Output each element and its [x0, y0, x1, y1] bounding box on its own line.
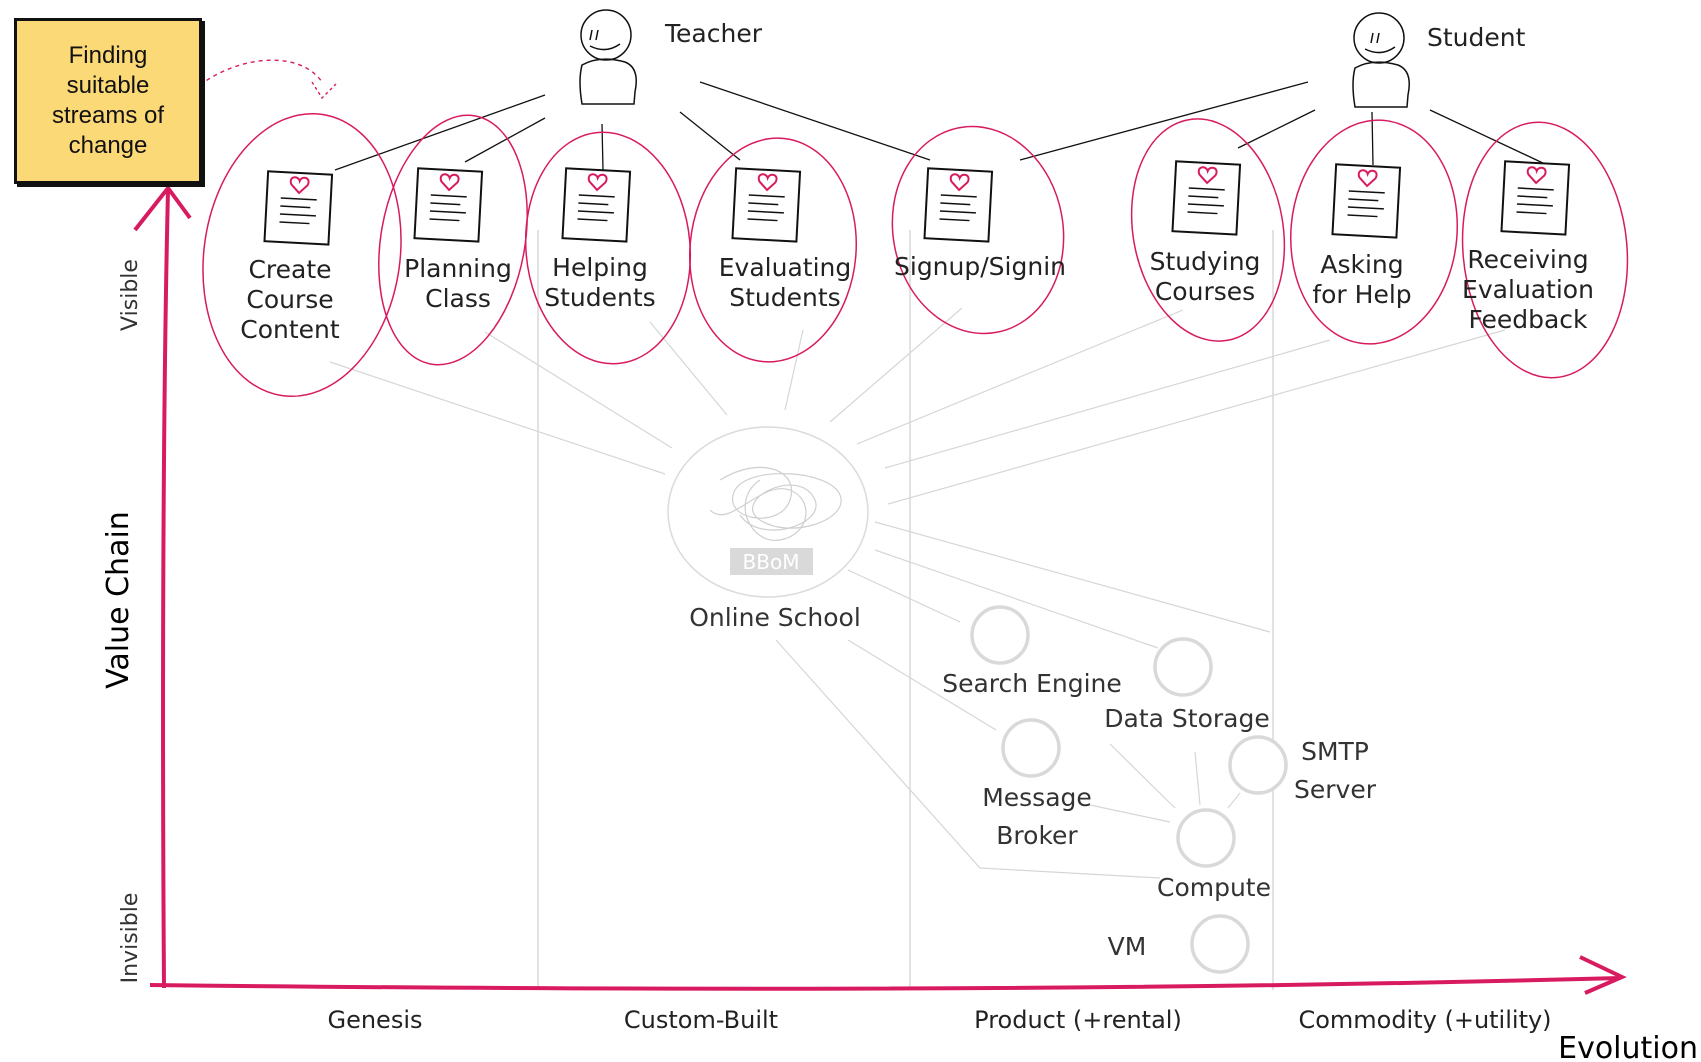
- need-label-line: Asking: [1320, 250, 1403, 279]
- need-label-line: Class: [425, 284, 491, 313]
- stage-custom-built: Custom-Built: [624, 1006, 778, 1034]
- system-links: [329, 307, 1506, 879]
- document-heart-icon: [413, 167, 484, 243]
- component-label-line: Server: [1294, 775, 1377, 804]
- big-ball-of-mud-icon: [709, 466, 842, 541]
- component-node: Search Engine: [942, 605, 1122, 698]
- system-circle: [667, 426, 869, 598]
- need-label-line: Students: [544, 283, 655, 312]
- component-label-line: Data Storage: [1104, 704, 1269, 733]
- component-label-line: SMTP: [1301, 737, 1369, 766]
- stage-commodity: Commodity (+utility): [1298, 1006, 1551, 1034]
- component-circle: [1190, 914, 1250, 974]
- document-heart-icon: [1331, 163, 1402, 239]
- need-label-line: Course: [246, 285, 333, 314]
- component-circle: [970, 605, 1030, 665]
- component-label-line: Message: [982, 783, 1092, 812]
- need-label-line: Planning: [404, 254, 512, 283]
- y-axis-label: Value Chain: [101, 511, 136, 689]
- document-heart-icon: [923, 167, 994, 243]
- stage-genesis: Genesis: [327, 1006, 422, 1034]
- component-label-line: Broker: [996, 821, 1078, 850]
- bbom-badge-label: BBoM: [743, 550, 800, 574]
- x-axis: [149, 976, 1621, 991]
- need-label-line: Create: [248, 255, 331, 284]
- component-circle: [1176, 808, 1236, 868]
- need-label-line: Content: [240, 315, 340, 344]
- actor-label: Teacher: [664, 19, 763, 48]
- y-axis: [161, 189, 170, 989]
- need-label-line: for Help: [1312, 280, 1411, 309]
- component-circle: [1001, 718, 1061, 778]
- y-axis-arrowhead: [133, 184, 192, 232]
- need-label-line: Evaluating: [719, 253, 851, 282]
- actor-student: Student: [1352, 12, 1526, 108]
- component-node: Data Storage: [1104, 637, 1270, 733]
- document-heart-icon: [1171, 160, 1242, 236]
- note-connector-arrowhead: [311, 81, 337, 100]
- y-axis-top-label: Visible: [118, 259, 143, 331]
- component-circle: [1228, 735, 1288, 795]
- need-label-line: Students: [729, 283, 840, 312]
- actor-links: [334, 81, 1546, 171]
- document-heart-icon: [1500, 160, 1571, 236]
- need-item: Signup/Signin: [894, 167, 1066, 281]
- needs-layer: CreateCourseContentPlanningClassHelpingS…: [240, 160, 1594, 344]
- note-connector: [199, 59, 323, 86]
- need-label-line: Signup/Signin: [894, 252, 1066, 281]
- need-label-line: Studying: [1150, 247, 1261, 276]
- x-axis-label: Evolution: [1558, 1031, 1698, 1062]
- need-label-line: Courses: [1155, 277, 1255, 306]
- actor-label: Student: [1427, 23, 1526, 52]
- need-label-line: Helping: [552, 253, 648, 282]
- component-label-line: Search Engine: [942, 669, 1122, 698]
- component-label-line: Compute: [1157, 873, 1271, 902]
- user-icon: [1352, 12, 1410, 108]
- document-heart-icon: [731, 167, 802, 243]
- document-heart-icon: [561, 167, 632, 243]
- x-axis-arrowhead: [1579, 955, 1627, 995]
- sticky-note-text: Finding suitable streams of change: [51, 42, 165, 159]
- component-circle: [1153, 637, 1213, 697]
- stage-product: Product (+rental): [974, 1006, 1182, 1034]
- need-label-line: Feedback: [1468, 305, 1588, 334]
- component-node: Compute: [1157, 808, 1271, 902]
- component-node: SMTP Server: [1228, 735, 1377, 804]
- need-highlights: [202, 112, 1629, 398]
- user-icon: [579, 9, 637, 105]
- sticky-note: Finding suitable streams of change: [14, 18, 202, 184]
- system-online-school: BBoM Online School: [667, 426, 869, 632]
- need-label-line: Receiving: [1467, 245, 1588, 274]
- system-label: Online School: [689, 603, 861, 632]
- need-label-line: Evaluation: [1462, 275, 1594, 304]
- actor-teacher: Teacher: [579, 9, 763, 105]
- y-axis-bottom-label: Invisible: [118, 893, 143, 984]
- document-heart-icon: [263, 170, 334, 246]
- component-node: VM: [1108, 914, 1250, 974]
- component-label-line: VM: [1108, 932, 1147, 961]
- bbom-badge: [730, 548, 813, 575]
